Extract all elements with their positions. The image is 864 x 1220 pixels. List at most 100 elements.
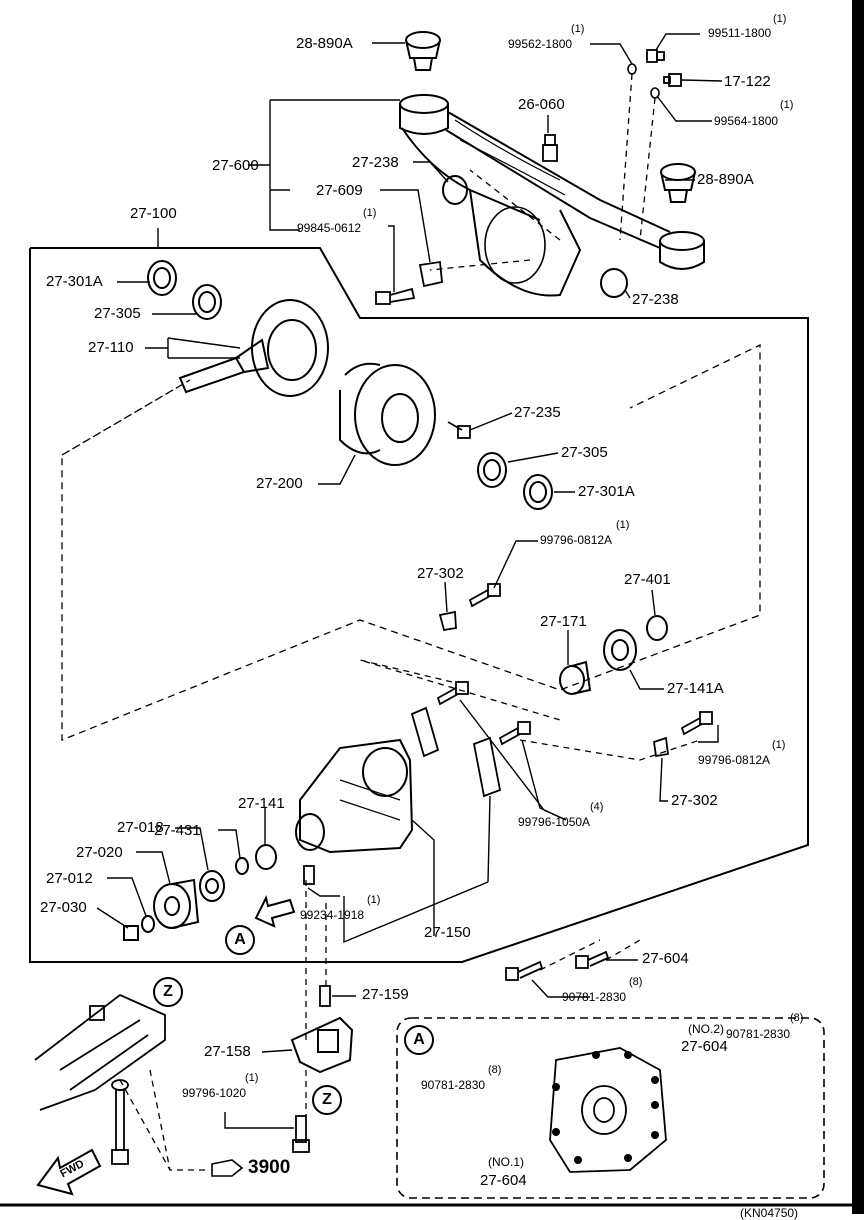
bolt-99845-0612 xyxy=(375,287,416,305)
page-edge-bar xyxy=(852,0,864,1214)
bolt-90781-2830 xyxy=(505,960,544,981)
label-27-150: 27-150 xyxy=(424,924,471,941)
mount-28-890A-right xyxy=(660,163,696,203)
gasket-99562 xyxy=(627,63,637,75)
label-27-301A-mid: 27-301A xyxy=(578,483,635,500)
qty-90781: (8) xyxy=(629,976,643,988)
bolt-99796-1050A-a xyxy=(436,681,469,706)
brackets-27-150 xyxy=(410,706,502,798)
inset-qty-90781-left: (8) xyxy=(488,1064,502,1076)
carrier-housing xyxy=(295,738,414,854)
label-28-890A-right: 28-890A xyxy=(697,171,754,188)
mount-28-890A-top xyxy=(405,31,441,71)
view-arrow-A xyxy=(254,895,296,928)
callout-Z-top: Z xyxy=(153,977,183,1007)
label-ref-3900: 3900 xyxy=(248,1157,291,1178)
inset-label-90781-left: 90781-2830 xyxy=(421,1078,486,1092)
qty-99796-0812A-top: (1) xyxy=(616,519,630,531)
fwd-arrow xyxy=(36,1148,102,1196)
label-99562-1800: 99562-1800 xyxy=(508,37,573,51)
seal-27-401 xyxy=(646,615,668,641)
qty-99234: (1) xyxy=(367,894,381,906)
pin-27-159 xyxy=(319,985,331,1007)
bearing-27-141 xyxy=(255,844,277,870)
label-27-238-right: 27-238 xyxy=(632,291,679,308)
diff-case-27-200 xyxy=(339,362,436,466)
inset-bolt-holes xyxy=(552,1051,659,1164)
label-99796-1050A: 99796-1050A xyxy=(518,815,591,829)
bushing-27-238-top xyxy=(442,175,468,205)
bolt-99796-0812A-right xyxy=(680,711,713,736)
inset-carrier-face xyxy=(549,1047,667,1173)
label-27-110: 27-110 xyxy=(88,339,134,356)
inset-label-90781-right: 90781-2830 xyxy=(726,1027,791,1041)
ring-gear-pinion-27-110 xyxy=(178,299,329,397)
nut-27-030 xyxy=(123,925,139,941)
vehicle-frame xyxy=(34,993,166,1165)
bearing-27-301A-top xyxy=(147,260,177,296)
label-99511-1800: 99511-1800 xyxy=(708,26,772,40)
flange-27-020 xyxy=(153,878,200,929)
qty-99564: (1) xyxy=(780,99,794,111)
label-27-020: 27-020 xyxy=(76,844,123,861)
label-99564-1800: 99564-1800 xyxy=(714,114,779,128)
qty-99796-0812A-right: (1) xyxy=(772,739,786,751)
bearing-27-301A-mid xyxy=(523,474,553,510)
clip-27-302-right xyxy=(653,736,670,758)
bolt-27-235 xyxy=(447,421,471,439)
label-27-604: 27-604 xyxy=(642,950,689,967)
spacer-27-171 xyxy=(559,660,592,695)
label-28-890A-top: 28-890A xyxy=(296,35,353,52)
label-27-159: 27-159 xyxy=(362,986,409,1003)
clip-27-302-top xyxy=(438,610,457,632)
qty-99796-1020: (1) xyxy=(245,1072,259,1084)
plug-17-122 xyxy=(663,73,682,87)
label-27-301A-top: 27-301A xyxy=(46,273,103,290)
label-99796-0812A-top: 99796-0812A xyxy=(540,533,613,547)
breather-26-060 xyxy=(542,134,558,162)
pin-99234-1918 xyxy=(303,865,315,885)
ref-3900-hand-icon xyxy=(211,1159,244,1177)
mount-bracket-27-158 xyxy=(290,1016,354,1074)
bolt-99796-0812A-top xyxy=(468,583,501,608)
inset-label-27-604-bottom: 27-604 xyxy=(480,1172,527,1189)
label-27-431: 27-431 xyxy=(154,822,201,839)
label-27-018: 27-018 xyxy=(117,819,164,836)
qty-99562: (1) xyxy=(571,23,585,35)
label-27-235: 27-235 xyxy=(514,404,561,421)
label-figure-code: (KN04750) xyxy=(740,1206,799,1220)
label-27-141: 27-141 xyxy=(238,795,285,812)
dashed-connectors xyxy=(119,73,701,1171)
bushing-27-238-right xyxy=(600,268,628,298)
bolt-99796-1020 xyxy=(292,1115,310,1153)
label-27-401: 27-401 xyxy=(624,571,671,588)
label-27-030: 27-030 xyxy=(40,899,87,916)
qty-99796-1050A: (4) xyxy=(590,801,604,813)
label-27-305-top: 27-305 xyxy=(94,305,141,322)
bolt-27-604 xyxy=(575,950,610,969)
dashed-guide-box xyxy=(61,343,761,741)
label-27-141A: 27-141A xyxy=(667,680,724,697)
callout-A-inset: A xyxy=(404,1025,434,1055)
label-27-305-mid: 27-305 xyxy=(561,444,608,461)
callout-Z-bottom: Z xyxy=(312,1085,342,1115)
inset-label-no1: (NO.1) xyxy=(488,1155,524,1169)
label-27-238-top: 27-238 xyxy=(352,154,399,171)
label-26-060: 26-060 xyxy=(518,96,565,113)
race-27-305-mid xyxy=(477,452,507,488)
label-99845-0612: 99845-0612 xyxy=(297,221,362,235)
label-27-158: 27-158 xyxy=(204,1043,251,1060)
label-27-171: 27-171 xyxy=(540,613,587,630)
label-27-100: 27-100 xyxy=(130,205,177,222)
leader-lines xyxy=(96,33,723,1129)
bearing-27-141A xyxy=(603,629,637,671)
qty-99845: (1) xyxy=(363,207,377,219)
label-27-012: 27-012 xyxy=(46,870,93,887)
race-27-305-top xyxy=(192,284,222,320)
label-99796-1020: 99796-1020 xyxy=(182,1086,247,1100)
inset-label-27-604-top: 27-604 xyxy=(681,1038,728,1055)
label-27-609: 27-609 xyxy=(316,182,363,199)
label-90781-2830: 90781-2830 xyxy=(562,990,627,1004)
group-outline-27-100 xyxy=(29,247,809,963)
